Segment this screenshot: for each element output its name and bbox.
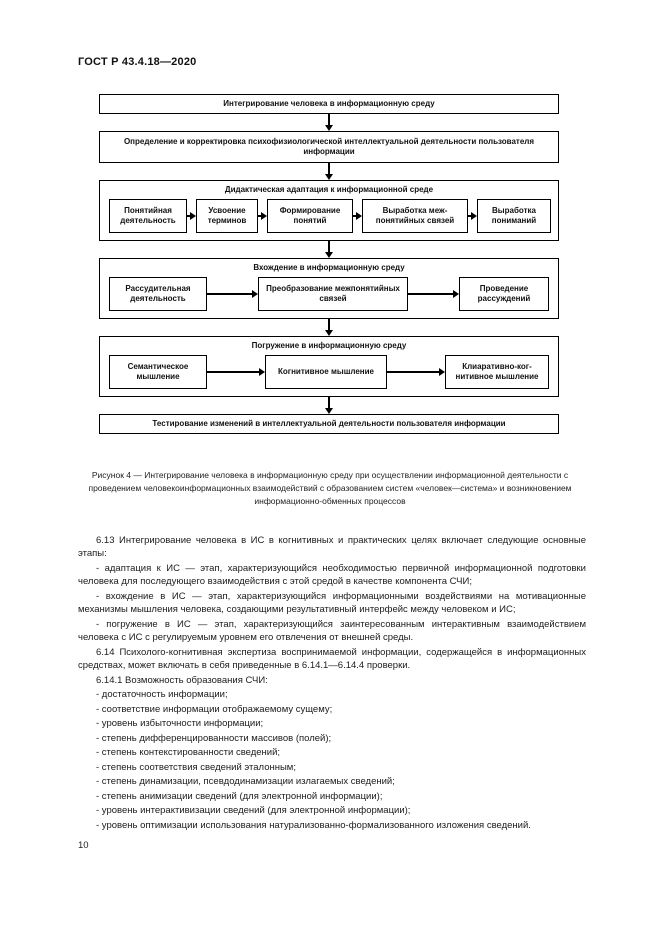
- list-item: - соответствие информации отображаемому …: [96, 703, 333, 715]
- flow-row: Семантическое мышление Когнитивное мышле…: [109, 355, 549, 389]
- section-immersion: Погружение в информационную среду Семант…: [99, 336, 559, 397]
- down-arrow-icon: [99, 397, 559, 414]
- section-title: Вхождение в информационную среду: [253, 263, 405, 272]
- document-number: ГОСТ Р 43.4.18—2020: [78, 56, 197, 68]
- section-entry: Вхождение в информационную среду Рассуди…: [99, 258, 559, 319]
- list-item: - степень динамизации, псевдодинамизации…: [96, 776, 395, 788]
- flow-box-conceptual-activity: Понятийная деятельность: [109, 199, 187, 233]
- list-item: - уровень избыточности информации;: [96, 718, 264, 730]
- down-arrow-icon: [99, 114, 559, 131]
- flow-box-semantic-thinking: Семантическое мышление: [109, 355, 207, 389]
- right-arrow-icon: [353, 199, 362, 233]
- bullet-adaptation: - адаптация к ИС — этап, характеризующий…: [78, 562, 586, 588]
- list-item: - степень дифференцированности массивов …: [96, 732, 332, 744]
- flow-box-conduct-reasoning: Проведение рассуждений: [459, 277, 549, 311]
- figure-4-flowchart: Интегрирование человека в информационную…: [99, 94, 559, 434]
- list-item: - уровень интерактивизации сведений (для…: [96, 805, 411, 817]
- flow-box-term-learning: Усвоение терминов: [196, 199, 258, 233]
- right-arrow-icon: [408, 277, 459, 311]
- section-title: Погружение в информационную среду: [251, 341, 407, 350]
- flow-box-reasoning-activity: Рассудительная деятельность: [109, 277, 207, 311]
- list-item: - степень соответствия сведений эталонны…: [96, 761, 296, 773]
- flow-row: Понятийная деятельность Усвоение термино…: [109, 199, 551, 233]
- flow-box-define-correct: Определение и корректировка психофизиоло…: [99, 131, 559, 163]
- down-arrow-icon: [99, 319, 559, 336]
- flow-row: Рассудительная деятельность Преобразован…: [109, 277, 549, 311]
- flow-box-cognitive-thinking: Когнитивное мышление: [265, 355, 387, 389]
- body-text: 6.13 Интегрирование человека в ИС в когн…: [78, 534, 586, 832]
- right-arrow-icon: [187, 199, 196, 233]
- flow-box-testing: Тестирование изменений в интеллектуально…: [99, 414, 559, 434]
- flow-box-transform-links: Преобразование межпонятийных связей: [258, 277, 408, 311]
- bullet-immersion: - погружение в ИС — этап, характеризующи…: [78, 618, 586, 644]
- flow-box-interconcept-links: Выработка меж-понятийных связей: [362, 199, 468, 233]
- paragraph-6-14: 6.14 Психолого-когнитивная экспертиза во…: [78, 646, 586, 672]
- bullet-entry: - вхождение в ИС — этап, характеризующий…: [78, 590, 586, 616]
- right-arrow-icon: [468, 199, 477, 233]
- list-item: - степень контекстированности сведений;: [96, 747, 281, 759]
- flow-box-cliarative-cognitive: Клиаративно-ког-нитивное мышление: [445, 355, 549, 389]
- list-item: - степень анимизации сведений (для элект…: [96, 790, 383, 802]
- flow-box-integration: Интегрирование человека в информационную…: [99, 94, 559, 114]
- section-title: Дидактическая адаптация к информационной…: [224, 185, 434, 194]
- right-arrow-icon: [207, 355, 265, 389]
- paragraph-6-14-1: 6.14.1 Возможность образования СЧИ:: [96, 674, 268, 686]
- right-arrow-icon: [258, 199, 267, 233]
- section-didactic-adaptation: Дидактическая адаптация к информационной…: [99, 180, 559, 241]
- down-arrow-icon: [99, 241, 559, 258]
- list-item: - достаточность информации;: [96, 689, 228, 701]
- list-item: - уровень оптимизации использования нату…: [96, 819, 531, 831]
- down-arrow-icon: [99, 163, 559, 180]
- page-number: 10: [78, 840, 89, 851]
- right-arrow-icon: [207, 277, 258, 311]
- paragraph-6-13: 6.13 Интегрирование человека в ИС в когн…: [78, 535, 586, 560]
- flow-box-concept-formation: Формирование понятий: [267, 199, 353, 233]
- flow-box-understanding: Выработка пониманий: [477, 199, 551, 233]
- figure-caption: Рисунок 4 — Интегрирование человека в ин…: [88, 470, 572, 506]
- right-arrow-icon: [387, 355, 445, 389]
